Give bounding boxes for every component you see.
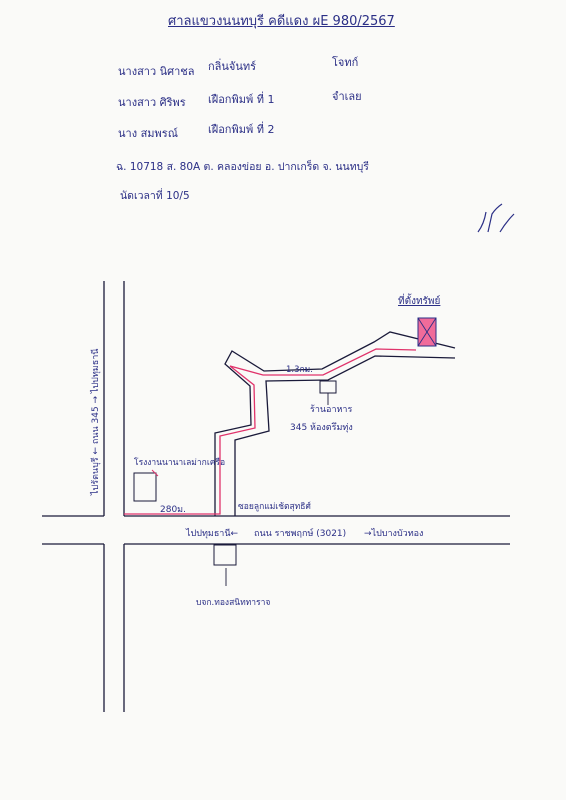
main-road-right-label: →ไปบางบัวทอง: [364, 528, 423, 539]
soi-road: [214, 331, 456, 516]
main-road-left-label: ไปปทุมธานี←: [185, 528, 239, 539]
shop-number-label: 345 ห้องตรึมทุ่ง: [290, 422, 353, 433]
shop-label: ร้านอาหาร: [310, 404, 352, 415]
distance-lower-label: 280ม.: [160, 505, 186, 515]
party-1-name: นางสาว นิศาชล: [118, 65, 195, 78]
party-1-detail: กลิ่นจันทร์: [208, 60, 257, 73]
case-title: ศาลแขวงนนทบุรี คดีแดง ผE 980/2567: [168, 14, 395, 29]
vertical-road: [103, 281, 125, 712]
shop-marker: [319, 380, 337, 394]
landmark-label: บจก.ทองสนิททาราจ: [196, 598, 270, 608]
property-address: ฉ. 10718 ส. 80A ต. คลองข่อย อ. ปากเกร็ด …: [116, 161, 369, 173]
party-2-role: จำเลย: [332, 90, 362, 103]
signature-mark: [477, 203, 515, 233]
party-2-name: นางสาว ศิริพร: [118, 96, 186, 109]
main-road: [42, 515, 510, 545]
main-road-label: ถนน ราชพฤกษ์ (3021): [254, 527, 346, 539]
party-1-role: โจทก์: [332, 56, 359, 69]
factory-marker: [133, 472, 157, 502]
vertical-road-label: ไปรัตนบุรี ← ถนน 345 → ไปปทุมธานี: [90, 349, 101, 496]
property-label: ที่ตั้งทรัพย์: [398, 293, 440, 307]
soi-label: ซอยลูกแม่เช้ตสุทธิศ์: [238, 501, 311, 512]
appointment-note: นัดเวลาที่ 10/5: [120, 190, 190, 202]
landmark-marker: [213, 544, 237, 566]
distance-upper-label: 1.3กม.: [286, 365, 313, 375]
route-path: [124, 348, 417, 515]
factory-label: โรงงานนานาเลม่ากเครือ: [134, 457, 225, 468]
party-2-detail: เฝือกพิมพ์ ที่ 1: [208, 93, 275, 106]
party-3-name: นาง สมพรณ์: [118, 127, 178, 140]
party-3-detail: เฝือกพิมพ์ ที่ 2: [208, 123, 275, 136]
